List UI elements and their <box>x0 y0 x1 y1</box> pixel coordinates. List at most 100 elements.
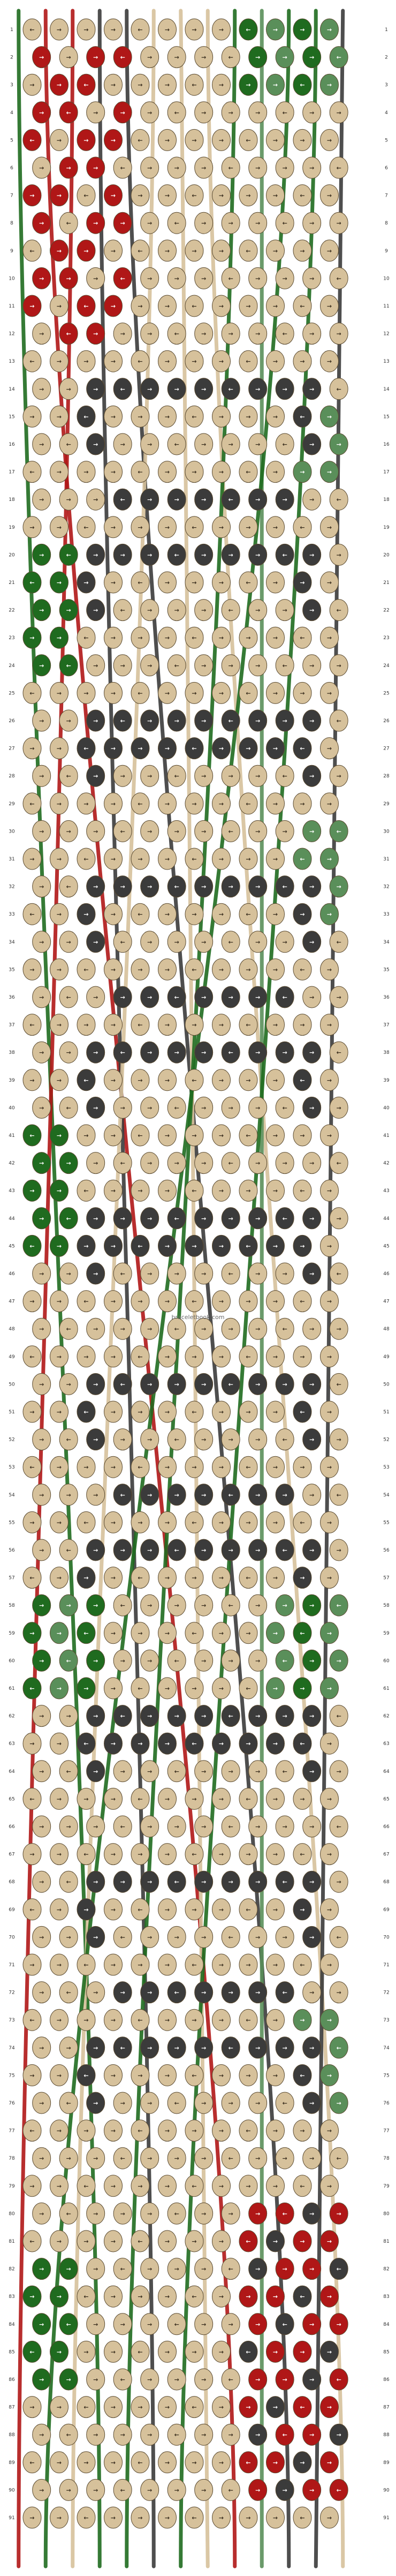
knot-direction-arrow: → <box>309 2487 314 2493</box>
knot-body <box>113 1484 132 1506</box>
knot-direction-arrow: ← <box>192 303 196 310</box>
knot-body <box>320 1677 339 1699</box>
knot: → <box>248 2147 268 2169</box>
knot-body <box>158 516 177 538</box>
knot: → <box>266 73 285 96</box>
knot-direction-arrow: → <box>300 2128 304 2135</box>
knot-body <box>77 1732 96 1755</box>
knot-direction-arrow: → <box>246 1409 250 1416</box>
knot-body <box>320 18 339 41</box>
knot-direction-arrow: → <box>66 1049 71 1056</box>
knot-direction-arrow: ← <box>337 828 341 835</box>
knot-body <box>275 1207 294 1230</box>
knot-body <box>158 1622 177 1644</box>
knot: ← <box>113 931 132 953</box>
knot-body <box>158 1234 177 1257</box>
knot: → <box>158 737 177 760</box>
knot-direction-arrow: → <box>327 248 332 254</box>
knot-direction-arrow: → <box>273 192 278 199</box>
knot-body <box>140 1428 159 1451</box>
knot-direction-arrow: → <box>147 551 152 558</box>
knot-direction-arrow: → <box>219 856 224 863</box>
knot-body <box>212 18 231 41</box>
knot-body <box>293 1456 312 1478</box>
knot: → <box>77 1898 96 1921</box>
knot-body <box>22 516 42 538</box>
knot-body <box>32 1096 51 1119</box>
knot-direction-arrow: → <box>57 1464 62 1471</box>
knot-body <box>158 1732 177 1755</box>
row-label-left: 90 <box>9 2488 15 2493</box>
knot: → <box>50 2285 68 2308</box>
knot-body <box>140 820 159 842</box>
knot-direction-arrow: → <box>273 2128 278 2135</box>
knot-direction-arrow: → <box>66 496 71 503</box>
knot: ← <box>329 2258 348 2280</box>
knot-direction-arrow: → <box>111 1519 116 1526</box>
knot: → <box>320 571 339 594</box>
knot: → <box>266 18 285 41</box>
knot: → <box>32 1096 51 1119</box>
knot-body <box>22 903 42 925</box>
knot-direction-arrow: ← <box>83 192 88 199</box>
knot-direction-arrow: → <box>201 2487 206 2493</box>
knot: → <box>248 1096 268 1119</box>
knot: → <box>221 1981 240 2004</box>
knot-direction-arrow: ← <box>66 2100 71 2107</box>
knot: → <box>104 2285 123 2308</box>
knot-direction-arrow: → <box>300 1353 304 1360</box>
knot-body <box>113 46 132 69</box>
knot-body <box>77 350 96 372</box>
knot: → <box>302 488 322 511</box>
knot: → <box>266 239 285 262</box>
knot: → <box>50 903 68 925</box>
knot-body <box>266 350 285 372</box>
knot-direction-arrow: → <box>300 1464 304 1471</box>
knot-body <box>293 1511 312 1533</box>
knot: ← <box>239 903 258 925</box>
knot-direction-arrow: → <box>309 1934 314 1941</box>
knot: → <box>302 1428 322 1451</box>
knot-direction-arrow: ← <box>246 579 250 586</box>
knot: → <box>104 1787 123 1810</box>
knot-body <box>266 1234 285 1257</box>
knot-body <box>104 1179 123 1202</box>
knot-direction-arrow: → <box>219 192 224 199</box>
knot-direction-arrow: ← <box>66 2210 71 2217</box>
row-label-right: 35 <box>383 967 389 972</box>
knot-body <box>22 461 42 483</box>
knot-body <box>266 1179 285 1202</box>
row-label-right: 14 <box>383 387 390 392</box>
knot-direction-arrow: → <box>219 2238 224 2245</box>
knot: → <box>140 820 159 842</box>
knot: → <box>32 654 51 677</box>
knot: → <box>239 2285 258 2308</box>
knot: → <box>59 1041 78 1064</box>
knot-direction-arrow: → <box>337 220 341 227</box>
knot-body <box>185 405 204 428</box>
knot: → <box>248 599 268 621</box>
knot-direction-arrow: → <box>255 1602 260 1609</box>
knot-direction-arrow: ← <box>246 1795 250 1802</box>
knot: → <box>113 2092 132 2114</box>
knot: → <box>32 986 51 1008</box>
row-label-right: 19 <box>383 525 390 530</box>
knot-body <box>77 184 96 207</box>
row-label-left: 66 <box>9 1824 15 1830</box>
knot-direction-arrow: → <box>83 1132 88 1139</box>
knot-direction-arrow: → <box>174 939 179 946</box>
knot-body <box>32 488 51 511</box>
knot-body <box>32 433 51 455</box>
knot-direction-arrow: → <box>327 2293 332 2300</box>
knot-direction-arrow: → <box>83 800 88 807</box>
knot: → <box>158 1401 177 1423</box>
knot: → <box>275 1815 294 1838</box>
knot-direction-arrow: → <box>229 2100 233 2107</box>
knot-direction-arrow: → <box>337 331 341 338</box>
knot-direction-arrow: → <box>201 2155 206 2162</box>
knot-body <box>104 1567 123 1589</box>
knot-direction-arrow: → <box>39 2155 44 2162</box>
knot: → <box>302 101 322 124</box>
knot: ← <box>329 1373 348 1395</box>
knot-body <box>158 184 177 207</box>
